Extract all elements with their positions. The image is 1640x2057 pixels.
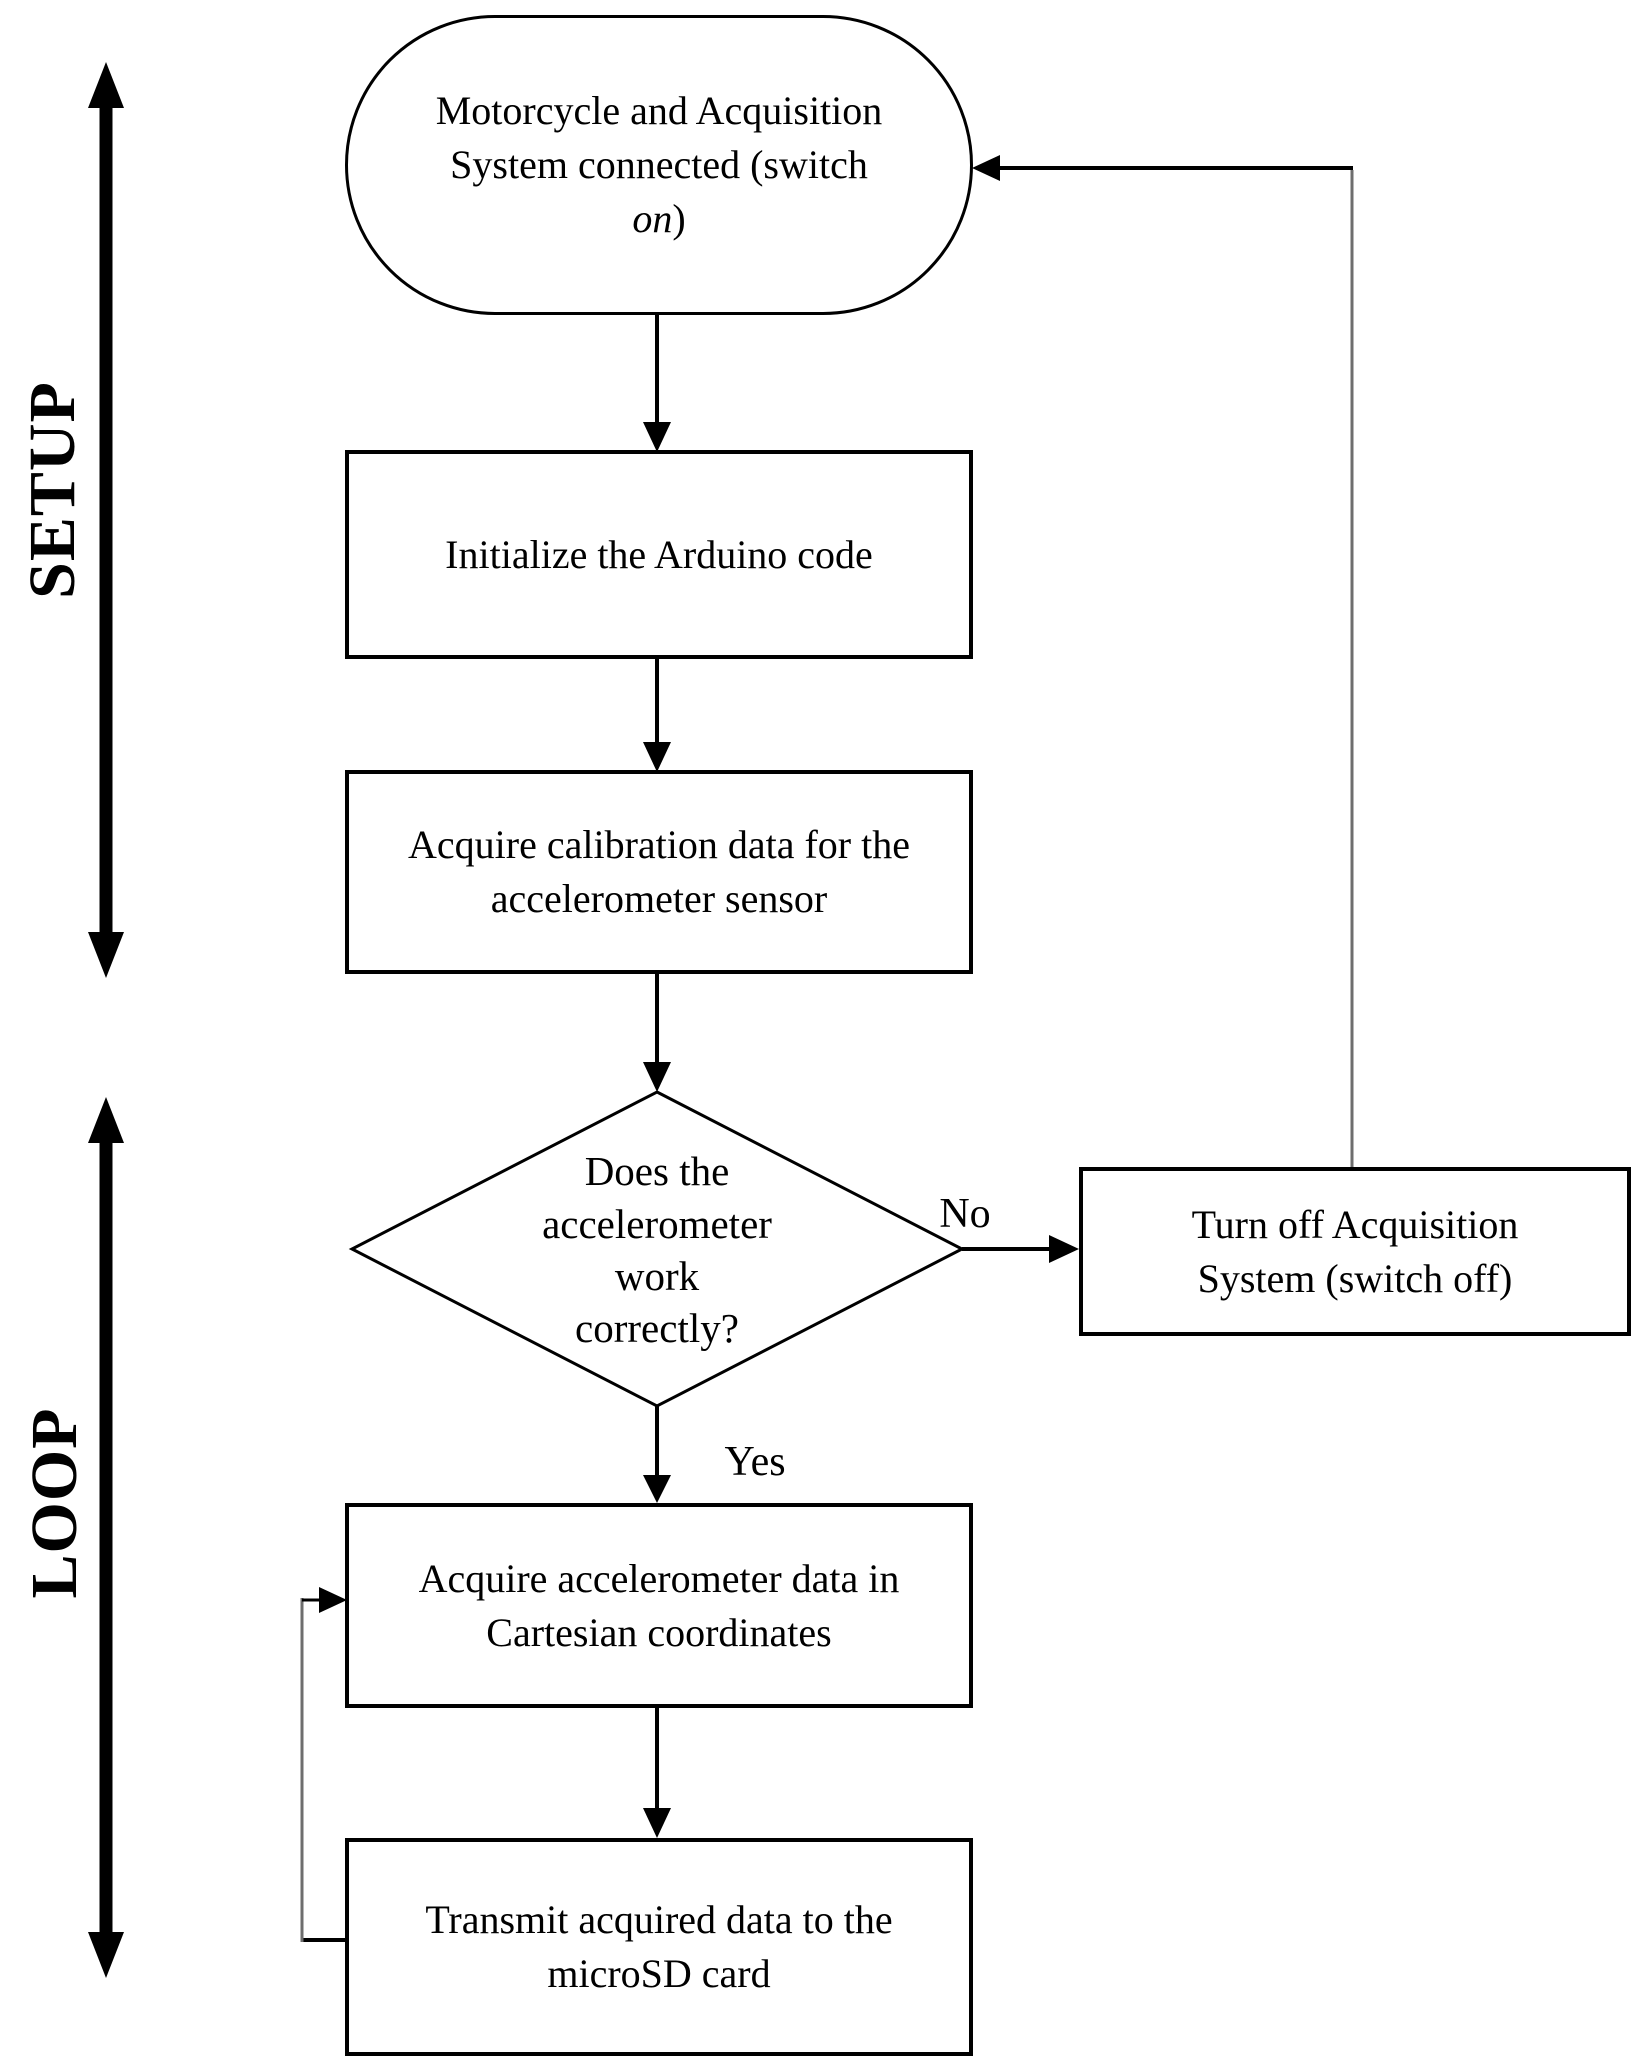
acquire-process-node: Acquire accelerometer data in Cartesian …: [345, 1503, 973, 1708]
arrow-decision-no-to-turnoff: [962, 1235, 1079, 1263]
loop-phase-text: LOOP: [18, 1407, 91, 1599]
decision-node-text: Does the accelerometer work correctly?: [457, 1135, 857, 1365]
start-node-line: Motorcycle and Acquisition: [435, 88, 883, 133]
decision-node-line: accelerometer: [542, 1200, 772, 1247]
turnoff-node-line: System (switch off): [1197, 1255, 1513, 1301]
start-node-line: System connected (switch: [450, 142, 868, 187]
setup-phase-text: SETUP: [16, 381, 89, 599]
loop-phase-label: LOOP: [10, 1343, 100, 1663]
start-node-line-rest: ): [672, 196, 686, 241]
acquire-node-line: Cartesian coordinates: [486, 1609, 832, 1655]
start-terminator-node: Motorcycle and Acquisition System connec…: [345, 15, 973, 315]
arrow-acquire-to-transmit: [643, 1700, 671, 1838]
yes-branch-label: Yes: [690, 1438, 820, 1486]
arrow-calibration-to-decision: [643, 968, 671, 1092]
no-branch-label: No: [915, 1190, 1015, 1238]
start-node-italic-word: on: [632, 196, 673, 241]
turnoff-node-line: Turn off Acquisition: [1191, 1201, 1519, 1247]
turnoff-return-line: [972, 155, 1354, 1167]
transmit-node-line: microSD card: [547, 1951, 771, 1996]
loopback-line: [300, 1587, 349, 1942]
initialize-node-line: Initialize the Arduino code: [445, 531, 873, 577]
arrow-start-to-initialize: [643, 312, 671, 452]
loop-phase-span-arrow: [88, 1097, 124, 1978]
setup-phase-label: SETUP: [8, 330, 98, 650]
calibration-process-node: Acquire calibration data for the acceler…: [345, 770, 973, 974]
acquire-node-line: Acquire accelerometer data in: [418, 1555, 900, 1601]
transmit-process-node: Transmit acquired data to the microSD ca…: [345, 1838, 973, 2056]
turnoff-process-node: Turn off Acquisition System (switch off): [1079, 1167, 1631, 1336]
calibration-node-line: Acquire calibration data for the: [408, 822, 910, 867]
initialize-process-node: Initialize the Arduino code: [345, 450, 973, 659]
no-branch-text: No: [939, 1191, 991, 1237]
calibration-node-line: accelerometer sensor: [490, 876, 828, 921]
decision-node-line: Does the: [584, 1148, 730, 1195]
arrow-decision-yes-to-acquire: [643, 1406, 671, 1503]
transmit-node-line: Transmit acquired data to the: [425, 1897, 893, 1942]
yes-branch-text: Yes: [724, 1439, 786, 1485]
setup-phase-span-arrow: [88, 62, 124, 978]
arrow-initialize-to-calibration: [643, 653, 671, 772]
decision-node-line: correctly?: [575, 1305, 739, 1352]
start-node-line: on): [632, 192, 685, 246]
decision-node-line: work: [614, 1253, 700, 1299]
